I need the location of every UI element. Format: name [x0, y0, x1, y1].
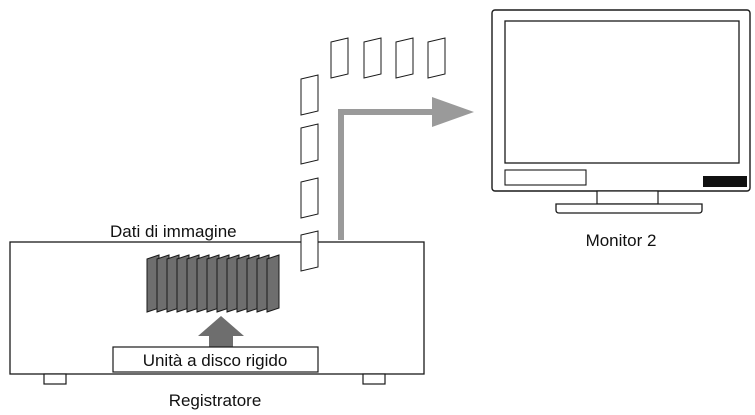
transmitted-frame [300, 74, 319, 116]
image-data-label: Dati di immagine [110, 222, 237, 241]
transmitted-frames-row [330, 37, 446, 79]
transmitted-frame [300, 123, 319, 165]
hard-disk-label: Unità a disco rigido [143, 351, 288, 370]
speaker-grille [703, 176, 747, 187]
monitor-label: Monitor 2 [586, 231, 657, 250]
hard-disk-box [112, 346, 319, 373]
image-frame [266, 254, 280, 313]
transmitted-frame [395, 37, 414, 79]
recorder-label: Registratore [169, 391, 262, 410]
transmitted-frame [330, 37, 349, 79]
monitor-icon [491, 9, 751, 214]
transmitted-frames-column [300, 74, 319, 272]
flow-arrow-icon [338, 97, 474, 240]
up-arrow-icon [198, 316, 244, 350]
image-frame-stack [146, 254, 280, 313]
transmitted-frame [427, 37, 446, 79]
transmitted-frame [300, 177, 319, 219]
transmitted-frame [300, 230, 319, 272]
transmitted-frame [363, 37, 382, 79]
